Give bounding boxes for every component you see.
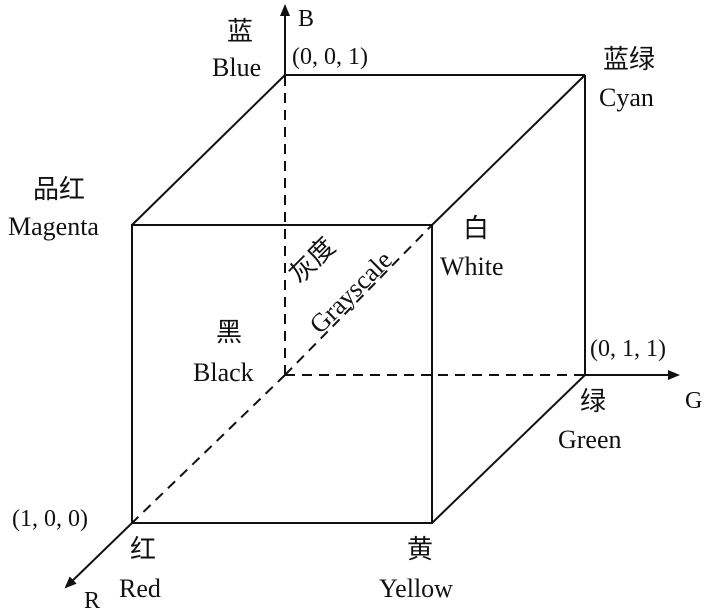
grayscale-diagonal (284, 224, 433, 376)
magenta-label-zh: 品红 (33, 175, 85, 205)
yellow-label-zh: 黄 (407, 535, 433, 565)
g-axis-label: G (685, 388, 702, 414)
r-axis (64, 522, 133, 589)
hidden-edge-black-red (131, 374, 286, 524)
blue-coord: (0, 0, 1) (292, 44, 368, 70)
green-label-en: Green (558, 425, 622, 454)
r-axis-label: R (84, 588, 100, 613)
magenta-label-en: Magenta (8, 212, 99, 241)
edge-white-cyan (431, 74, 586, 226)
white-label-zh: 白 (463, 214, 489, 244)
red-label-en: Red (119, 574, 161, 603)
red-coord: (1, 0, 0) (12, 506, 88, 532)
edge-yellow-green (431, 374, 586, 524)
cyan-label-en: Cyan (599, 83, 654, 112)
yellow-label-en: Yellow (379, 574, 453, 603)
b-axis-label: B (298, 6, 314, 32)
red-label-zh: 红 (130, 535, 156, 565)
green-label-zh: 绿 (580, 387, 606, 417)
blue-label-en: Blue (212, 53, 261, 82)
black-label-zh: 黑 (216, 318, 242, 348)
white-label-en: White (440, 252, 504, 281)
grayscale-label-zh: 灰度 (284, 232, 342, 290)
edge-magenta-blue (131, 74, 286, 226)
grayscale-label-group: 灰度 (284, 232, 342, 290)
cyan-label-zh: 蓝绿 (603, 45, 655, 75)
front-face (131, 224, 433, 524)
blue-label-zh: 蓝 (227, 17, 253, 47)
green-coord: (0, 1, 1) (590, 336, 666, 362)
black-label-en: Black (193, 358, 254, 387)
